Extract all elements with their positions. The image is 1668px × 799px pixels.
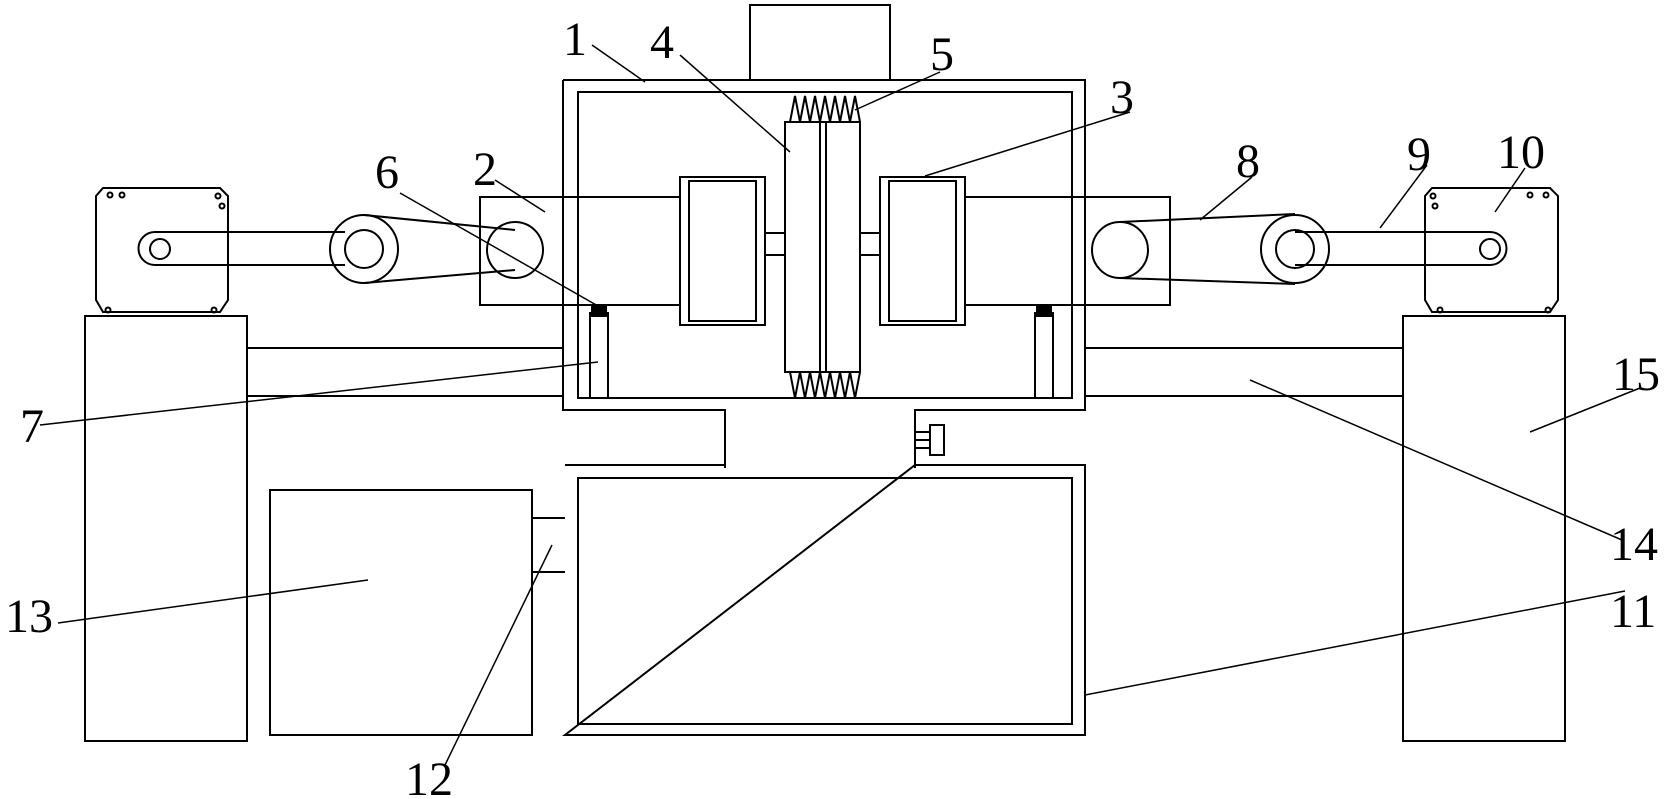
bottom-blade-teeth — [789, 371, 861, 399]
callout-labels: 1 2 3 4 5 6 7 8 9 10 11 12 13 14 15 — [5, 13, 1660, 799]
central-roller — [784, 95, 861, 399]
valve — [915, 424, 945, 456]
callout-2: 2 — [473, 143, 497, 196]
right-sensor — [1036, 305, 1052, 317]
connecting-pipe — [532, 517, 565, 573]
callout-3: 3 — [1110, 71, 1134, 124]
callout-8: 8 — [1236, 135, 1260, 188]
left-post — [589, 312, 609, 398]
top-blade-teeth — [789, 95, 861, 123]
right-brush-roller — [860, 176, 966, 326]
callout-11: 11 — [1610, 585, 1656, 638]
left-column — [84, 315, 248, 742]
top-feed-box — [749, 4, 891, 81]
left-arm — [479, 196, 681, 306]
left-sensor — [591, 305, 607, 317]
pump-box — [269, 489, 533, 736]
callout-6: 6 — [375, 146, 399, 199]
right-crank — [1091, 213, 1508, 285]
lower-tank — [562, 464, 1086, 736]
right-column — [1402, 315, 1566, 742]
left-brush-roller — [679, 176, 785, 326]
callout-10: 10 — [1497, 126, 1545, 179]
callout-13: 13 — [5, 590, 53, 643]
callout-5: 5 — [930, 28, 954, 81]
right-post — [1034, 312, 1054, 398]
right-arm — [964, 196, 1171, 306]
callout-12: 12 — [405, 753, 453, 799]
callout-7: 7 — [20, 400, 44, 453]
left-crank — [137, 214, 544, 284]
callout-14: 14 — [1610, 518, 1658, 571]
callout-15: 15 — [1612, 348, 1660, 401]
support-bar-right — [1085, 347, 1403, 397]
left-motor-plate — [95, 187, 229, 314]
callout-9: 9 — [1407, 128, 1431, 181]
right-motor-plate — [1424, 187, 1559, 314]
callout-1: 1 — [563, 13, 587, 66]
main-housing — [562, 79, 1086, 468]
leader-lines — [39, 44, 1641, 766]
callout-4: 4 — [650, 16, 674, 69]
